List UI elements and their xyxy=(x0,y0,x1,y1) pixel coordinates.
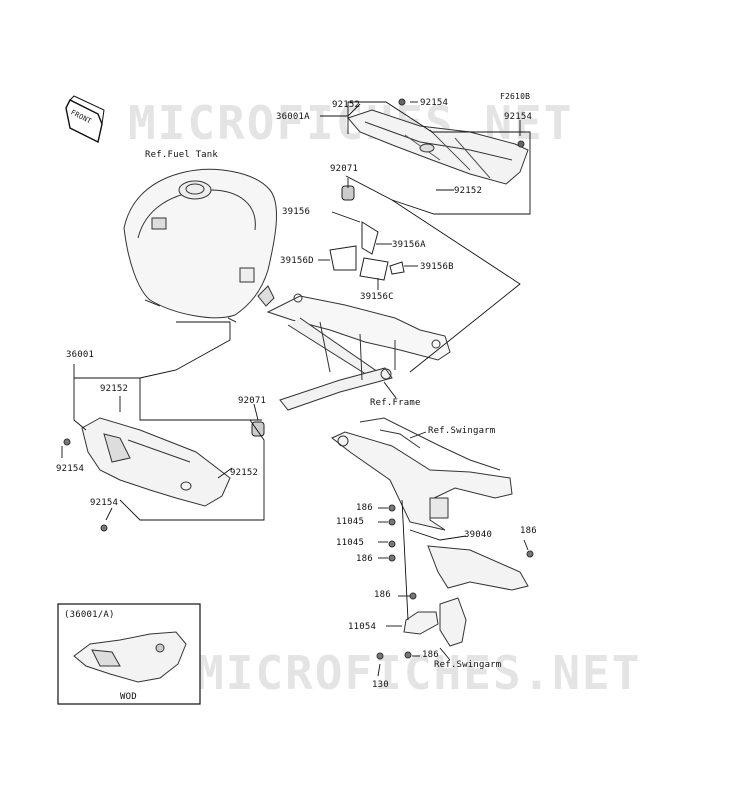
part-39156D: 39156D xyxy=(280,256,314,266)
inset-title: (36001/A) xyxy=(64,610,115,620)
figure-code: F2610B xyxy=(500,92,531,101)
part-36001: 36001 xyxy=(66,350,95,360)
swingarm-shape xyxy=(331,417,513,531)
inset-caption: WOD xyxy=(120,692,137,702)
part-186-d: 186 xyxy=(374,590,391,600)
part-39156A: 39156A xyxy=(392,240,426,250)
part-39156: 39156 xyxy=(282,207,311,217)
top-side-cover-shape xyxy=(347,98,529,185)
part-92154-left1: 92154 xyxy=(56,464,85,474)
part-186-c: 186 xyxy=(520,526,537,536)
fuel-tank-shape xyxy=(123,168,277,323)
part-92071-top: 92071 xyxy=(330,164,359,174)
part-186-b: 186 xyxy=(356,554,373,564)
part-92152-top: 92152 xyxy=(332,100,361,110)
ref-swingarm-lower: Ref.Swingarm xyxy=(434,660,502,670)
part-11045-a: 11045 xyxy=(336,517,365,527)
part-92154-top1: 92154 xyxy=(420,98,449,108)
part-92152-mid: 92152 xyxy=(454,186,483,196)
part-186-a: 186 xyxy=(356,503,373,513)
part-39040: 39040 xyxy=(464,530,493,540)
part-130: 130 xyxy=(372,680,389,690)
part-11045-b: 11045 xyxy=(336,538,365,548)
ref-frame: Ref.Frame xyxy=(370,398,421,408)
part-36001A: 36001A xyxy=(276,112,310,122)
left-side-cover-shape xyxy=(81,417,231,507)
front-arrow-icon xyxy=(65,95,105,144)
inset-cover-shape xyxy=(73,631,187,683)
part-92154-left2: 92154 xyxy=(90,498,119,508)
part-92154-top2: 92154 xyxy=(504,112,533,122)
part-39156B: 39156B xyxy=(420,262,454,272)
sub-frame-shape xyxy=(266,293,451,411)
chain-guard-shape xyxy=(403,545,529,647)
part-11054: 11054 xyxy=(348,622,377,632)
part-39156C: 39156C xyxy=(360,292,394,302)
part-92152-left: 92152 xyxy=(100,384,129,394)
part-186-e: 186 xyxy=(422,650,439,660)
part-92071-left: 92071 xyxy=(238,396,267,406)
part-92152-left2: 92152 xyxy=(230,468,259,478)
ref-swingarm-upper: Ref.Swingarm xyxy=(428,426,496,436)
ref-fuel-tank: Ref.Fuel Tank xyxy=(145,150,219,160)
watermark-bottom: MICROFICHES.NET xyxy=(196,646,642,700)
